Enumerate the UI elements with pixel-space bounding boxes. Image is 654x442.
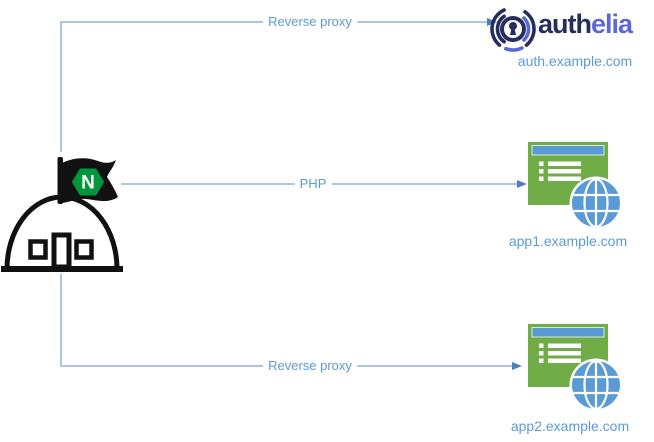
titlebar <box>531 145 605 156</box>
globe-icon <box>569 358 623 412</box>
globe-icon <box>569 176 623 230</box>
nginx-hexagon-icon <box>72 168 104 196</box>
caption-app1: app1.example.com <box>508 233 628 249</box>
connector-line <box>60 22 62 152</box>
web-app-icon <box>528 142 623 230</box>
caption-auth: auth.example.com <box>517 53 633 69</box>
authelia-wordmark: authelia <box>538 8 633 40</box>
arrowhead-icon <box>512 361 522 370</box>
list-lines <box>539 343 581 363</box>
list-lines <box>539 161 581 181</box>
keyhole-icon <box>509 22 517 35</box>
connector-line <box>60 274 62 366</box>
connector-label: Reverse proxy <box>263 13 357 30</box>
nginx-letter: N <box>81 173 95 194</box>
titlebar <box>531 327 605 338</box>
bunker-building-icon <box>1 194 123 272</box>
nginx-server-icon: N <box>1 157 123 272</box>
authelia-wordmark-light: elia <box>591 9 633 39</box>
authelia-wordmark-dark: auth <box>538 9 592 39</box>
arrowhead-icon <box>517 179 527 188</box>
caption-app2: app2.example.com <box>510 418 630 434</box>
web-app-icon <box>528 324 623 412</box>
connector-label: PHP <box>294 175 332 192</box>
connector-label: Reverse proxy <box>263 357 357 374</box>
authelia-logo-icon <box>490 8 536 52</box>
nginx-flag-icon: N <box>57 157 118 204</box>
